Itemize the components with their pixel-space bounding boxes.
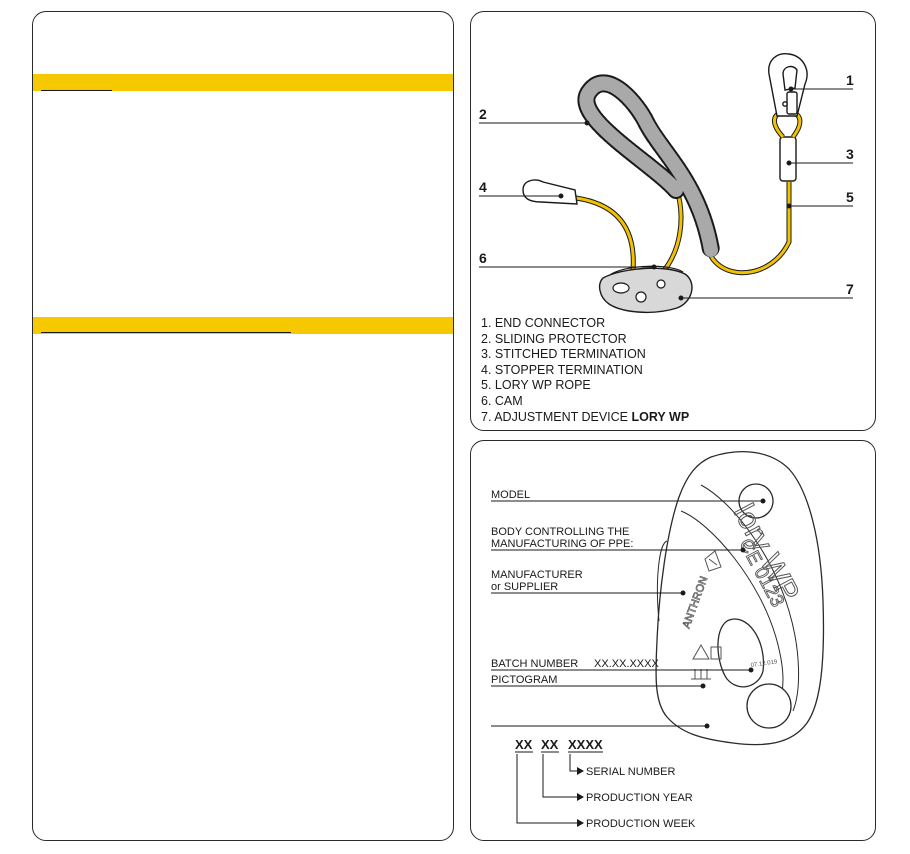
components-panel: 1 2 3 4 5 6 7 1. END CONNECTOR 2. SLIDIN…: [470, 11, 876, 431]
section-bar-2: [33, 317, 453, 334]
label-production-week: PRODUCTION WEEK: [586, 818, 696, 830]
marking-panel: lory WP CE 0123 ANTHRON 07.12.019 MODEL …: [470, 440, 876, 841]
end-connector: [768, 53, 808, 117]
label-model: MODEL: [491, 489, 530, 501]
marking-diagram: lory WP CE 0123 ANTHRON 07.12.019 MODEL …: [491, 451, 825, 830]
callout-6: 6: [479, 250, 487, 266]
legend-item-1: 1. END CONNECTOR: [481, 316, 606, 330]
legend-item-3: 3. STITCHED TERMINATION: [481, 347, 646, 362]
arrow-production-week: [516, 754, 577, 824]
stitched-termination: [779, 136, 797, 182]
callout-1: 1: [846, 72, 854, 88]
legend-item-5: 5. LORY WP ROPE: [481, 378, 591, 393]
legend-item-6: 6. CAM: [481, 393, 523, 408]
serial-week-code: XX: [515, 737, 533, 752]
legend-item-7: 7. ADJUSTMENT DEVICE LORY WP: [481, 410, 689, 426]
callout-4: 4: [479, 179, 487, 195]
left-text-panel: [32, 11, 454, 841]
arrow-serial-number: [569, 754, 577, 772]
label-manufacturer-line1: MANUFACTURER: [491, 569, 583, 581]
legend-item-4: 4. STOPPER TERMINATION: [481, 362, 643, 377]
serial-year-code: XX: [541, 737, 559, 752]
label-manufacturer-line2: or SUPPLIER: [491, 581, 558, 593]
arrow-production-year: [542, 754, 577, 798]
callout-5: 5: [846, 189, 854, 205]
label-body-line1: BODY CONTROLLING THE: [491, 526, 629, 538]
section-2-heading-underline: [41, 332, 291, 334]
legend-item-7-text: 7. ADJUSTMENT DEVICE: [481, 409, 629, 424]
lower-hole: [746, 683, 792, 729]
section-bar-1: [33, 74, 453, 91]
label-serial-number: SERIAL NUMBER: [586, 766, 676, 778]
callout-2: 2: [479, 106, 487, 122]
components-legend: 1. END CONNECTOR 2. SLIDING PROTECTOR 3.…: [481, 316, 689, 425]
label-pictogram: PICTOGRAM: [491, 674, 557, 686]
callout-3: 3: [846, 146, 854, 162]
label-batch: BATCH NUMBER: [491, 658, 578, 670]
legend-item-7-brand: LORY WP: [631, 409, 690, 424]
manufacturer-logo-icon: [704, 550, 722, 572]
stopper-termination: [522, 179, 578, 205]
pictogram-icon: [691, 643, 722, 680]
serial-number-code: XXXX: [568, 737, 603, 752]
device-body: [655, 451, 825, 746]
label-batch-format: XX.XX.XXXX: [594, 658, 659, 670]
lanyard-diagram: 1 2 3 4 5 6 7: [479, 53, 854, 313]
engraving-batch-stamp: 07.12.019: [750, 659, 778, 669]
label-production-year: PRODUCTION YEAR: [586, 792, 693, 804]
section-1-heading-underline: [41, 90, 112, 92]
callout-7: 7: [846, 281, 854, 297]
label-body-line2: MANUFACTURING OF PPE:: [491, 538, 633, 550]
legend-item-2: 2. SLIDING PROTECTOR: [481, 331, 627, 346]
